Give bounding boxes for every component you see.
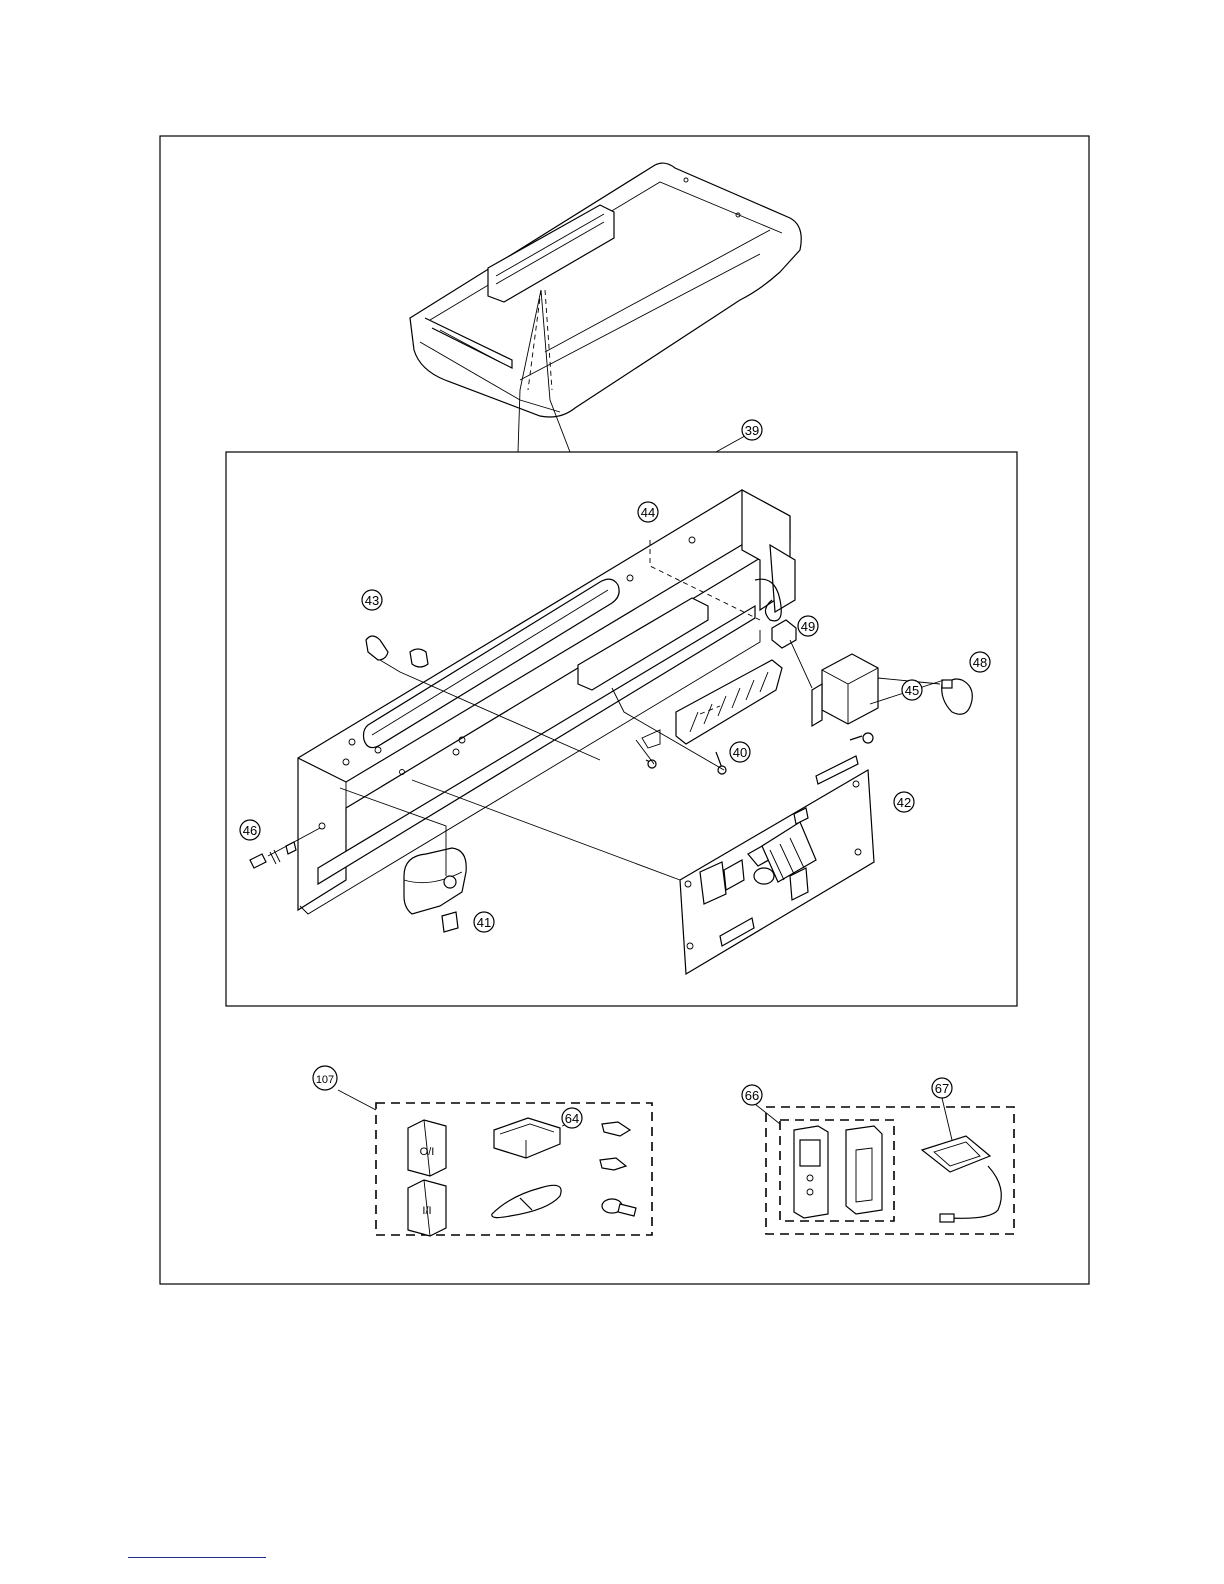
terminal-block	[642, 660, 782, 774]
callout-42: 42	[894, 792, 914, 812]
callout-67-label: 67	[935, 1081, 949, 1096]
pin-46	[250, 842, 296, 868]
callout-39: 39	[742, 420, 762, 440]
electrical-assembly-box	[226, 452, 1017, 1006]
indoor-unit-housing	[410, 163, 801, 417]
callout-39-label: 39	[745, 423, 759, 438]
callout-41-label: 41	[477, 915, 491, 930]
callout-45-label: 45	[905, 683, 919, 698]
callout-42-label: 42	[897, 795, 911, 810]
callout-48-label: 48	[973, 655, 987, 670]
callout-41: 41	[474, 912, 494, 932]
operating-manual-label: O/I	[420, 1146, 435, 1158]
callout-64: 64	[562, 1108, 582, 1128]
step-motor	[404, 848, 466, 932]
callout-43: 43	[362, 590, 382, 610]
callout-45: 45	[902, 680, 922, 700]
callout-49: 49	[798, 616, 818, 636]
pcb-board	[680, 756, 874, 974]
installation-manual-label: I/I	[422, 1205, 431, 1217]
callout-48: 48	[970, 652, 990, 672]
callout-66-label: 66	[745, 1088, 759, 1103]
callout-107-label: 107	[316, 1074, 334, 1086]
callout-43-label: 43	[365, 593, 379, 608]
wire-clip	[772, 620, 796, 648]
callout-64-label: 64	[565, 1111, 579, 1126]
callout-67: 67	[932, 1078, 952, 1098]
accessory-kit	[338, 1090, 652, 1236]
callout-107: 107	[313, 1066, 337, 1090]
transformer	[812, 654, 878, 743]
callout-66: 66	[742, 1085, 762, 1105]
callout-40: 40	[730, 742, 750, 762]
footer-rule	[128, 1557, 266, 1558]
callout-49-label: 49	[801, 619, 815, 634]
screw-43	[366, 636, 428, 667]
callout-44-label: 44	[641, 505, 655, 520]
callout-46: 46	[240, 820, 260, 840]
cable-tie	[942, 679, 973, 714]
callout-44: 44	[638, 502, 658, 522]
callout-46-label: 46	[243, 823, 257, 838]
callout-40-label: 40	[733, 745, 747, 760]
